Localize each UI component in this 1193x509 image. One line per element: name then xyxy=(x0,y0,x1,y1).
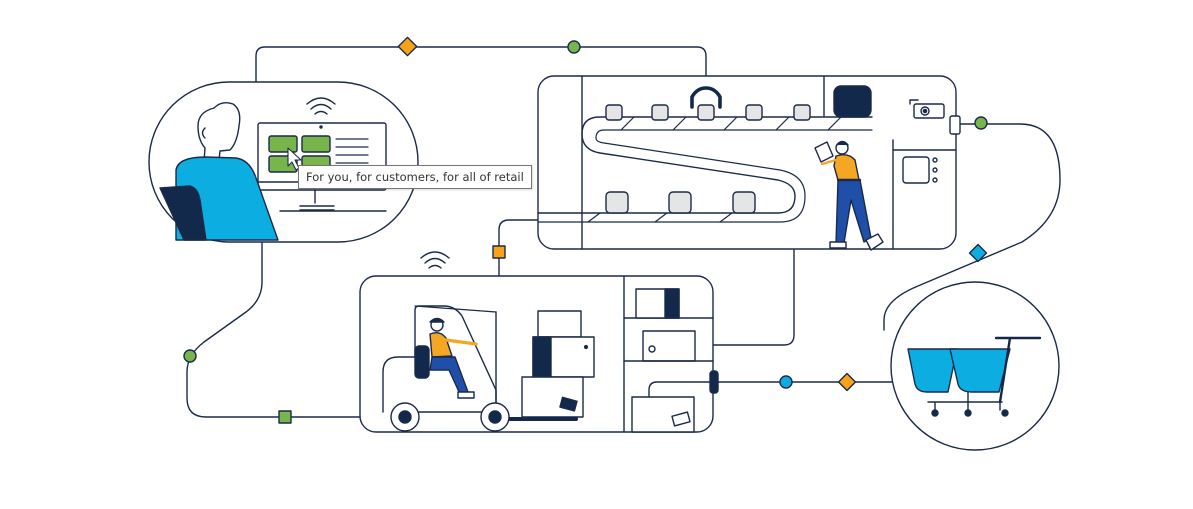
node-square-orange xyxy=(492,245,506,259)
conveyor-room xyxy=(537,75,961,251)
storage-room xyxy=(359,251,719,433)
node-circle-green xyxy=(567,40,581,54)
office-worker xyxy=(159,101,279,241)
wifi-icon xyxy=(420,251,450,269)
wifi-icon xyxy=(306,97,336,115)
stacked-box xyxy=(537,310,582,338)
checkout-scene xyxy=(890,281,1060,451)
node-circle-blue xyxy=(779,375,793,389)
connector-left xyxy=(186,241,361,418)
shopping-cart xyxy=(949,336,1042,417)
workstation-scene xyxy=(148,81,419,243)
node-square-green xyxy=(278,410,292,424)
connector-right-top xyxy=(883,123,1061,331)
node-circle-green xyxy=(183,349,197,363)
node-diamond-blue xyxy=(968,243,988,263)
connector-top xyxy=(255,46,707,87)
robot-claw xyxy=(690,86,722,109)
conveyor-belt xyxy=(537,116,873,214)
warehouse-worker xyxy=(814,140,884,251)
forklift xyxy=(382,305,510,432)
connector-belt-down xyxy=(712,207,795,346)
tooltip: For you, for customers, for all of retai… xyxy=(298,165,532,189)
shopping-cart xyxy=(907,348,1003,417)
node-circle-green xyxy=(974,116,988,130)
cursor-icon xyxy=(287,147,302,171)
connector-mid xyxy=(498,219,541,277)
camera-icon xyxy=(909,99,945,119)
node-diamond-orange xyxy=(837,372,857,392)
node-diamond-orange xyxy=(397,36,418,57)
